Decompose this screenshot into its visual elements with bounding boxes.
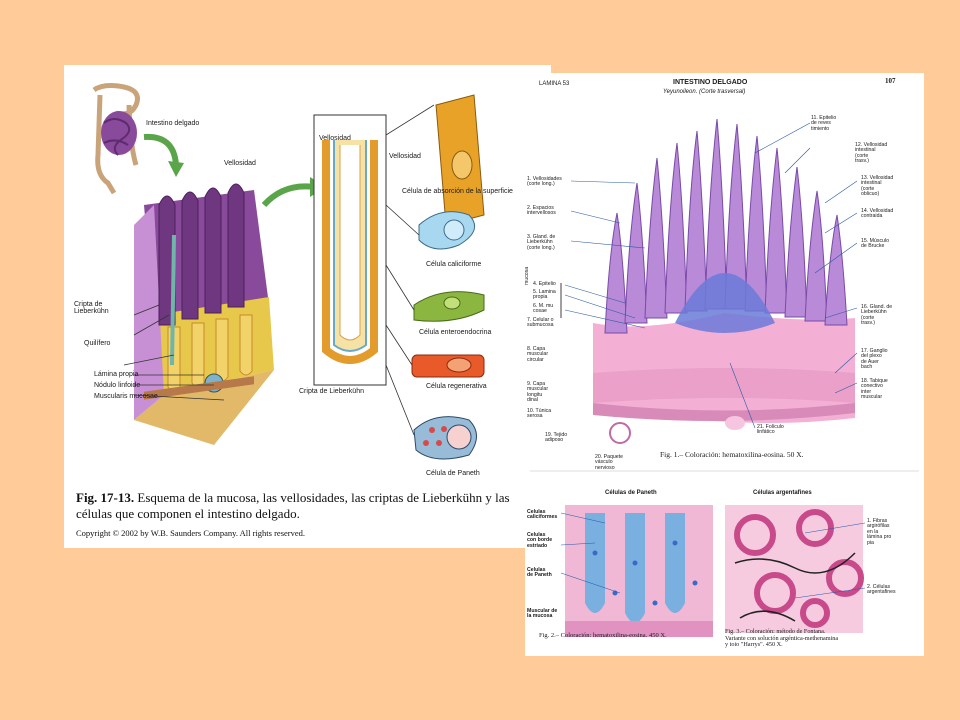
left-label-7: 7. Celular o submucosa xyxy=(527,317,554,329)
left-label-1: 1. Vellosidades (corte long.) xyxy=(527,176,562,188)
histology-micrographs xyxy=(530,103,919,637)
sub-left-label-paneth: Celulas de Paneth xyxy=(527,567,552,579)
left-label-9: 9. Capa muscular longitu dinal xyxy=(527,381,549,404)
sub-right-label-1: 1. Fibras argirófilas en la lámina pro p… xyxy=(867,518,892,546)
label-muscularis-mucosae: Muscularis mucosae xyxy=(94,393,158,400)
green-arrow-icon xyxy=(143,133,179,166)
right-label-15: 15. Músculo de Brucke xyxy=(861,238,889,250)
label-quilifero: Quilífero xyxy=(84,340,111,347)
micrograph-argentaffin-cells xyxy=(725,505,864,633)
label-vellosidad-mid: Vellosidad xyxy=(319,135,351,142)
left-label-4: 4. Epitelio xyxy=(533,281,556,287)
mucosa-block xyxy=(134,183,274,445)
caption-text: Esquema de la mucosa, las vellosidades, … xyxy=(76,490,510,521)
label-vellosidad-right: Vellosidad xyxy=(389,153,421,160)
right-label-18: 18. Tabique conectivo inter muscular xyxy=(861,378,888,401)
right-label-16: 16. Gland. de Lieberkühn (corte trasv.) xyxy=(861,304,893,327)
subfig-left-title: Células de Paneth xyxy=(605,490,657,496)
fig2-caption: Fig. 2.– Coloración: hematoxilina-eosina… xyxy=(539,632,667,639)
label-cripta: Cripta de Lieberkühn xyxy=(74,301,109,316)
subfig-right-title: Células argentafines xyxy=(753,490,812,496)
cell-regenerativa xyxy=(411,354,485,378)
green-arrow-icon xyxy=(261,183,315,208)
micrograph-paneth-cells xyxy=(565,505,713,637)
cell-paneth xyxy=(413,416,477,460)
left-label-3: 3. Gland. de Lieberkühn (corte long.) xyxy=(527,234,556,251)
left-label-5: 5. Lamina propia xyxy=(533,289,556,301)
intestine-sketch xyxy=(92,83,140,195)
cell-caliciforme xyxy=(418,211,476,250)
plate-number: LAMINA 53 xyxy=(539,81,570,87)
right-label-14: 14. Vellosidad contraida xyxy=(861,208,894,220)
label-cell-regenerativa: Célula regenerativa xyxy=(426,383,487,390)
sub-left-label-caliciformes: Celulas caliciformes xyxy=(527,509,558,521)
label-intestino-delgado: Intestino delgado xyxy=(146,120,200,127)
plate-subtitle: Yeyunoileon. (Corte trasversal) xyxy=(663,89,746,95)
copyright-text: Copyright © 2002 by W.B. Saunders Compan… xyxy=(76,528,306,538)
right-label-12: 12. Vellosidad intestinal (corte trasv.) xyxy=(855,142,888,165)
textbook-figure-panel: Intestino delgado Vellosidad Vellosidad … xyxy=(64,65,551,548)
label-lamina-propia: Lámina propia xyxy=(94,371,139,378)
villus-longitudinal xyxy=(313,114,387,386)
label-cell-absorcion: Célula de absorción de la superficie xyxy=(402,188,513,195)
left-label-2: 2. Espacios intervellosos xyxy=(527,205,556,217)
label-vellosidad-left: Vellosidad xyxy=(224,160,256,167)
label-cell-caliciforme: Célula caliciforme xyxy=(426,261,482,268)
left-label-8: 8. Capa muscular circular xyxy=(527,346,549,363)
atlas-plate-panel: LAMINA 53 INTESTINO DELGADO Yeyunoileon.… xyxy=(524,73,924,656)
left-label-6: 6. M. mu cosae xyxy=(533,303,554,315)
sub-right-label-2: 2. Células argentafines xyxy=(867,584,896,596)
mucosa-label: mucosa xyxy=(524,266,530,285)
fig1-caption: Fig. 1.– Coloración: hematoxilina-eosina… xyxy=(660,450,804,459)
micrograph-transverse-section xyxy=(593,103,855,468)
plate-title: INTESTINO DELGADO xyxy=(673,79,748,86)
fig3-caption: Fig. 3.– Coloración: método de Fontana. … xyxy=(725,628,839,648)
sub-left-label-muscular: Muscular de la mucosa xyxy=(527,608,558,620)
label-cell-paneth: Célula de Paneth xyxy=(426,470,480,477)
left-label-19: 19. Tejido adiposo xyxy=(545,432,568,444)
right-label-21: 21. Folículo linfático xyxy=(757,424,784,436)
figure-caption: Fig. 17-13. Esquema de la mucosa, las ve… xyxy=(76,490,542,521)
left-label-10: 10. Túnica serosa xyxy=(527,408,552,420)
caption-figure-number: Fig. 17-13. xyxy=(76,490,135,505)
left-label-20: 20. Paquete vásculo nervioso xyxy=(595,454,623,471)
cell-absorcion xyxy=(435,94,485,226)
right-label-13: 13. Vellosidad intestinal (corte oblicuo… xyxy=(861,175,894,198)
label-nodulo-linfoide: Nódulo linfoide xyxy=(94,382,141,389)
mucosa-schematic-illustration xyxy=(92,83,485,460)
cell-enteroendocrina xyxy=(413,291,485,322)
right-label-17: 17. Ganglio del plexo de Auer bach xyxy=(861,348,888,371)
label-cell-enteroendocrina: Célula enteroendocrina xyxy=(419,329,492,336)
label-cripta-bottom: Cripta de Lieberkühn xyxy=(299,388,364,395)
sub-left-label-borde-estriado: Celulas con borde estriado xyxy=(527,532,553,549)
page-number: 107 xyxy=(885,77,896,85)
right-label-11: 11. Epitelio de reves timiento xyxy=(811,115,837,132)
